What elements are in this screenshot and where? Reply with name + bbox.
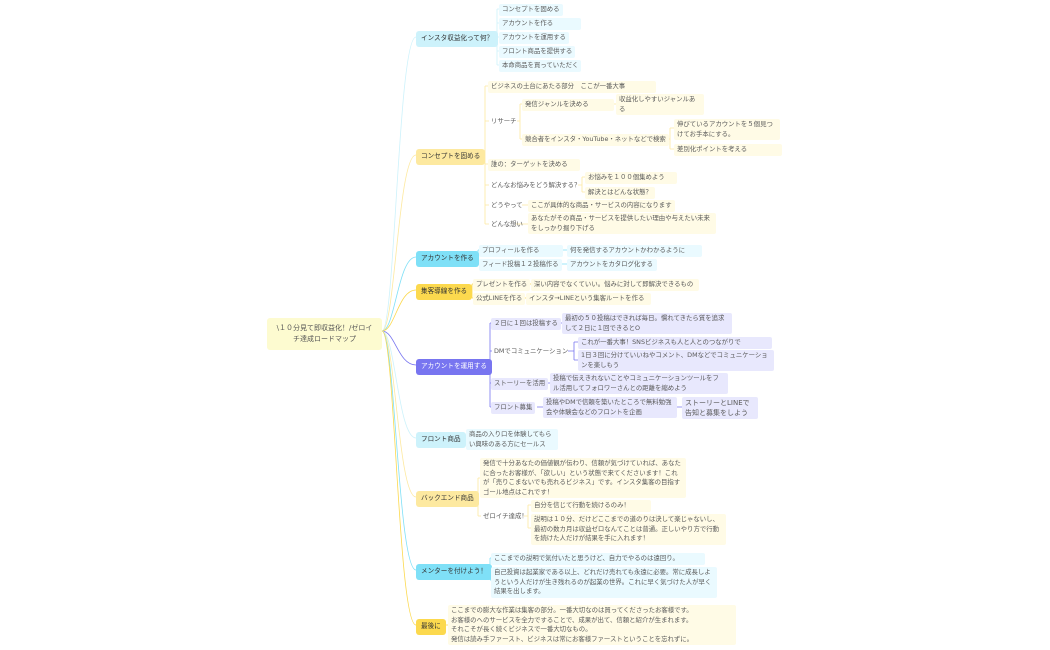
- node-thought-note[interactable]: あなたがその商品・サービスを提供したい理由や与えたい未来をしっかり掘り下げる: [528, 213, 716, 234]
- node-backend-note[interactable]: 発信で十分あなたの価値観が伝わり、信頼が気づけていれば、あなたに合ったお客様が、…: [480, 458, 686, 498]
- node-problem-note2[interactable]: 解決とはどんな状態？: [585, 187, 655, 199]
- node-operate-account[interactable]: アカウントを運用する: [499, 32, 569, 44]
- node-foundation[interactable]: ビジネスの土台にあたる部分 ここが一番大事: [488, 81, 656, 93]
- node-how[interactable]: どうやって: [491, 201, 523, 209]
- node-mentor-note2[interactable]: 自己投資は起業家である以上、どれだけ売れても永遠に必要。常に成長しようという人だ…: [491, 567, 717, 598]
- node-dm-note1[interactable]: これが一番大事！SNSビジネスも人と人とのつながりで: [578, 337, 772, 349]
- node-front-recruit-note2[interactable]: ストーリーとLINEで告知と募集をしよう: [682, 397, 758, 419]
- node-line-note[interactable]: インスタ→LINEという集客ルートを作る: [526, 293, 651, 305]
- branch-insta-monetization[interactable]: インスタ収益化って何？: [416, 31, 499, 47]
- node-post-note[interactable]: 最初の５０投稿はできれば毎日。慣れてきたら質を追求して２日に１回できるとO: [562, 313, 732, 334]
- node-story[interactable]: ストーリーを活用: [491, 378, 549, 390]
- branch-operate-account[interactable]: アカウントを運用する: [416, 359, 492, 375]
- node-target[interactable]: 誰の：ターゲットを決める: [488, 159, 580, 171]
- node-create-account[interactable]: アカウントを作る: [499, 18, 581, 30]
- branch-funnel[interactable]: 集客導線を作る: [416, 284, 473, 300]
- node-how-note[interactable]: ここが具体的な商品・サービスの内容になります: [528, 200, 675, 212]
- node-profile[interactable]: プロフィールを作る: [479, 245, 563, 257]
- node-line[interactable]: 公式LINEを作る: [473, 293, 526, 305]
- branch-mentor[interactable]: メンターを付けよう！: [416, 564, 492, 580]
- node-concept[interactable]: コンセプトを固める: [499, 4, 563, 16]
- node-finally-note[interactable]: ここまでの膨大な作業は集客の部分。一番大切なのは買ってくださったお客様です。 お…: [448, 605, 736, 645]
- node-dm[interactable]: DMでコミュニケーション: [494, 347, 569, 355]
- node-competitor[interactable]: 競合者をインスタ・YouTube・ネットなどで検索: [522, 134, 669, 146]
- node-story-note[interactable]: 投稿で伝えきれないことやコミュニケーションツールをフル活用してフォロワーさんとの…: [550, 373, 728, 394]
- node-front-product-note[interactable]: 商品の入り口を体験してもらい興味のある方にセールス: [466, 429, 558, 450]
- branch-create-account[interactable]: アカウントを作る: [416, 251, 479, 267]
- node-dm-note2[interactable]: 1日３回に分けていいねやコメント、DMなどでコミュニケーションを楽しもう: [578, 350, 774, 371]
- node-present[interactable]: プレゼントを作る: [473, 279, 531, 291]
- node-problem[interactable]: どんなお悩みをどう解決する？: [491, 181, 581, 189]
- node-genre-note[interactable]: 収益化しやすいジャンルある: [616, 94, 704, 115]
- branch-front-product[interactable]: フロント商品: [416, 432, 466, 448]
- root-node[interactable]: \１０分見て即収益化！/ゼロイチ達成ロードマップ: [267, 318, 382, 350]
- node-competitor-note1[interactable]: 伸びているアカウントを５個見つけてお手本にする。: [674, 119, 780, 140]
- node-genre[interactable]: 発信ジャンルを決める: [522, 99, 614, 111]
- node-profile-note[interactable]: 何を発信するアカウントかわかるように: [567, 245, 702, 257]
- node-front-recruit-note[interactable]: 投稿やDMで信頼を築いたところで無料勉強会や体験会などのフロントを企画: [543, 397, 677, 418]
- node-research[interactable]: リサーチ: [491, 117, 517, 125]
- node-front-recruit[interactable]: フロント募集: [491, 402, 536, 414]
- node-main-product[interactable]: 本命商品を買っていただく: [499, 60, 582, 72]
- branch-concept[interactable]: コンセプトを固める: [416, 149, 486, 165]
- node-zero-note2[interactable]: 説明は１０分、だけどここまでの道のりは決して楽じゃないし、最初の数カ月は収益ゼロ…: [531, 514, 726, 545]
- node-feed-note[interactable]: アカウントをカタログ化する: [567, 259, 657, 271]
- node-present-note[interactable]: 深い内容でなくていい。悩みに対して即解決できるもの: [531, 279, 699, 291]
- node-thought[interactable]: どんな想い: [491, 220, 523, 228]
- node-mentor-note1[interactable]: ここまでの説明で気付いたと思うけど、自力でやるのは遠回り。: [491, 553, 705, 565]
- node-feed[interactable]: フィード投稿１２投稿作る: [479, 259, 562, 271]
- node-zero-one[interactable]: ゼロイチ達成！: [483, 512, 528, 520]
- branch-backend-product[interactable]: バックエンド商品: [416, 491, 479, 507]
- node-post[interactable]: ２日に１回は投稿する: [491, 318, 561, 330]
- node-problem-note1[interactable]: お悩みを１００個集めよう: [585, 172, 677, 184]
- node-front-product[interactable]: フロント商品を提供する: [499, 46, 576, 58]
- branch-finally[interactable]: 最後に: [416, 619, 446, 635]
- node-zero-note1[interactable]: 自分を信じて行動を続けるのみ！: [531, 500, 651, 512]
- node-competitor-note2[interactable]: 差別化ポイントを考える: [674, 144, 782, 156]
